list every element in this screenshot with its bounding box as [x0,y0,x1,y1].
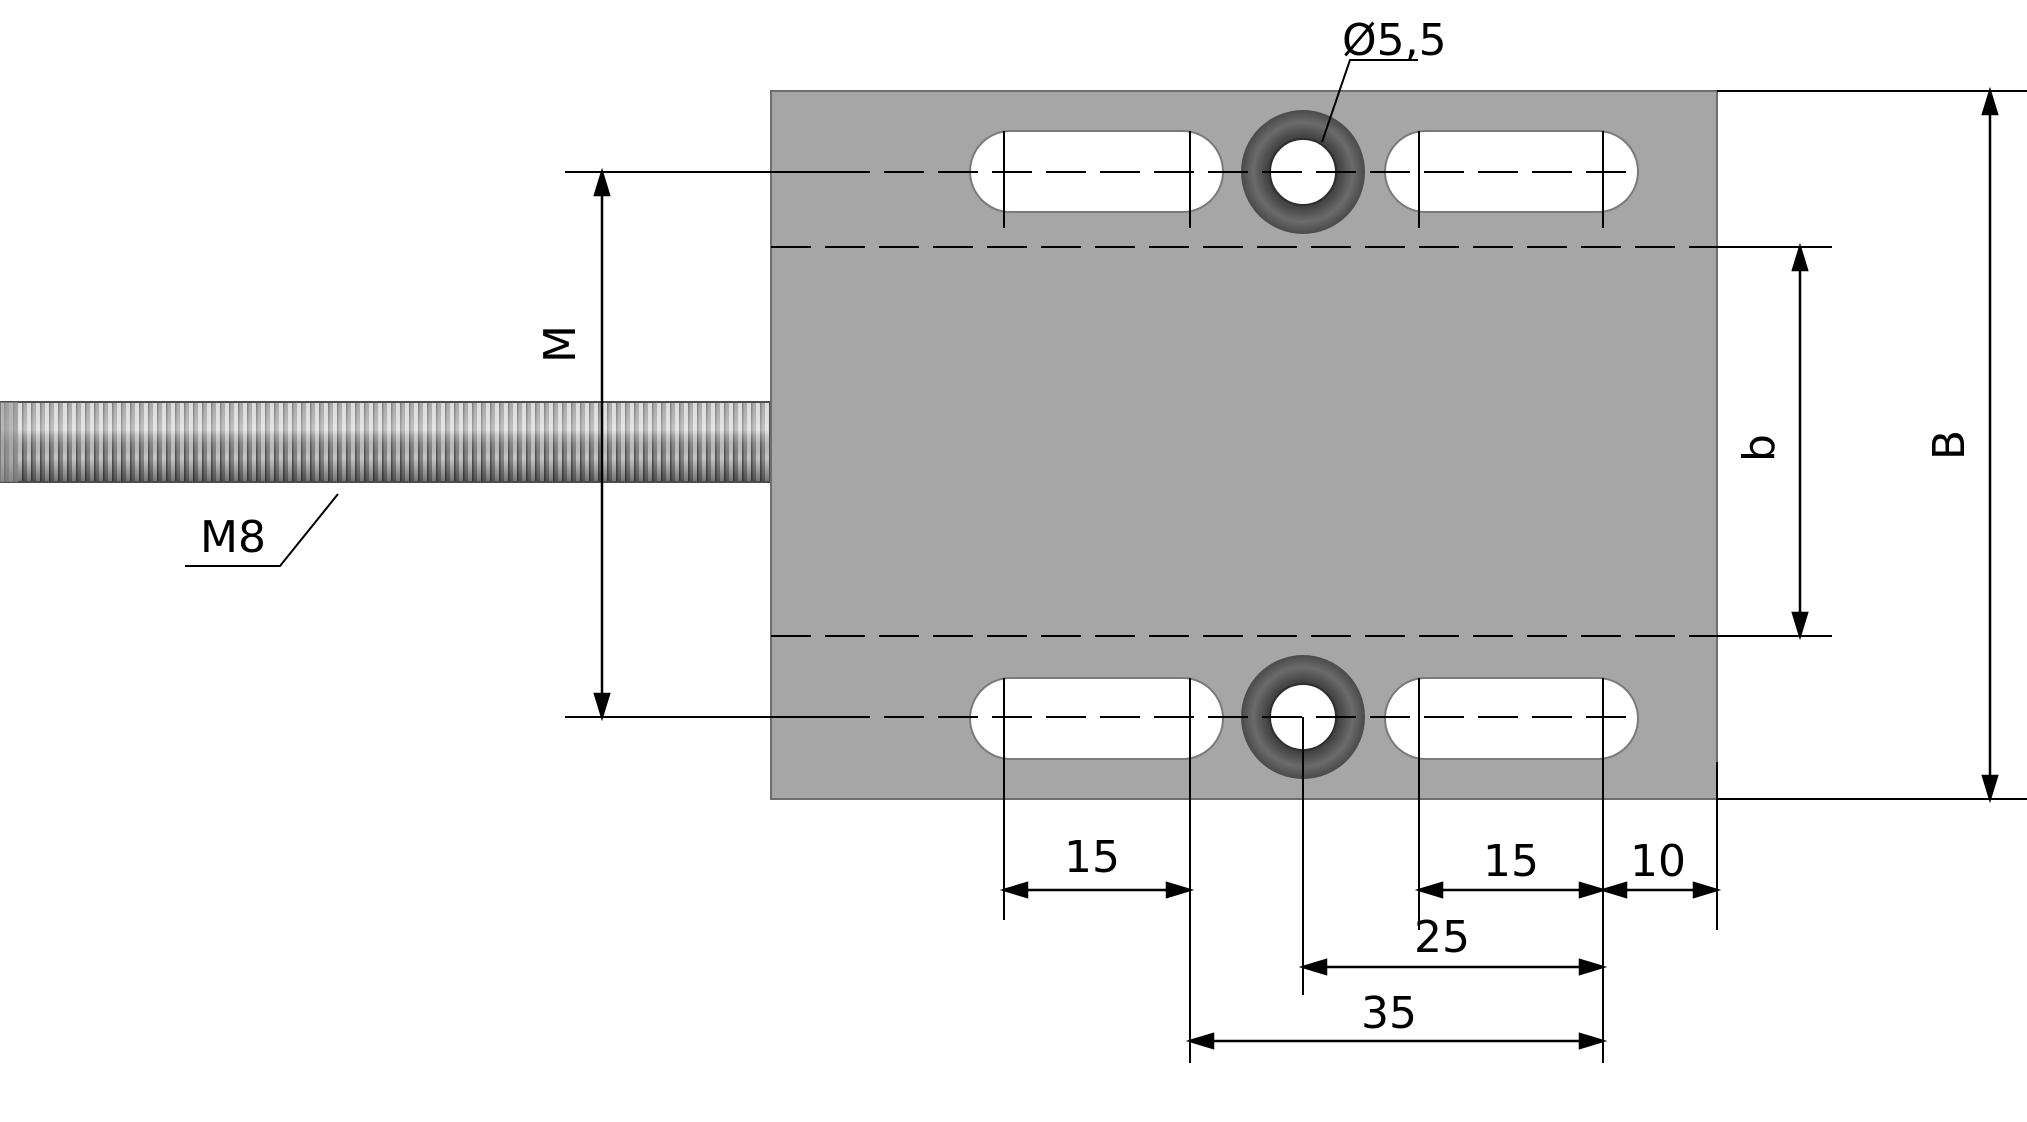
slot-bottom-left [969,677,1224,760]
slot-bottom-right [1384,677,1639,760]
threaded-stud [0,401,771,483]
extension-lines [565,90,2027,1063]
label-dim-big-b: B [1924,430,1975,460]
label-dim-b: b [1734,434,1785,462]
label-dim-m: M [535,325,586,363]
label-edge-offset: 10 [1630,836,1686,887]
label-hole-to-slot-end: 25 [1414,912,1470,963]
label-slot-length-right: 15 [1483,836,1539,887]
label-slot-span: 35 [1361,988,1417,1039]
dimension-lines [593,86,1999,1050]
label-slot-length-left: 15 [1064,832,1120,883]
hidden-lines [771,171,1717,718]
slots [969,130,1639,760]
label-thread: M8 [200,512,266,563]
label-hole-diameter: Ø5,5 [1342,15,1447,66]
leaders [185,59,1418,567]
